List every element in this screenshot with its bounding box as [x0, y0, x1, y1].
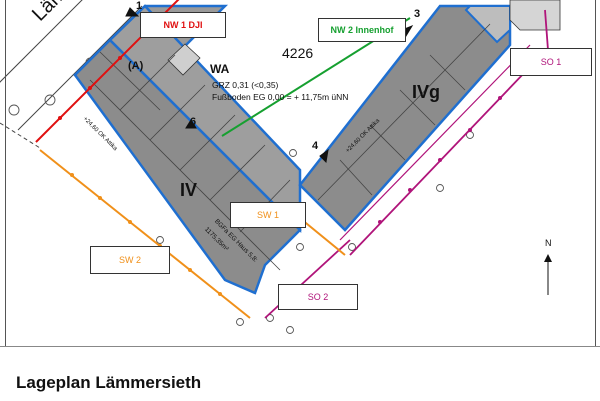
frame-right-border — [595, 0, 596, 346]
zoning-grz: GRZ 0,31 (<0,35) — [212, 80, 279, 90]
building-left-annex — [167, 43, 201, 76]
label-nw2: NW 2 Innenhof — [318, 18, 406, 42]
building-right-grid — [317, 23, 491, 201]
label-so1: SO 1 — [510, 48, 592, 76]
north-arrow — [544, 254, 552, 295]
page-title: Lageplan Lämmersieth — [16, 373, 202, 392]
marker-3: 3 — [414, 8, 421, 20]
arrow-1 — [125, 7, 140, 17]
building-right — [298, 0, 561, 232]
building-left — [73, 4, 302, 295]
label-sw1: SW 1 — [230, 202, 306, 228]
arrow-6 — [185, 119, 197, 129]
arrow-4 — [319, 148, 329, 164]
section-arrows — [125, 7, 414, 164]
zoning-floor-level: Fußboden EG 0,00 = + 11,75m üNN — [212, 92, 349, 102]
zoning-type: WA — [210, 62, 230, 76]
so1-line-a — [349, 47, 549, 256]
building-right-annex — [509, 0, 561, 31]
frame-left-border — [5, 0, 6, 346]
label-nw1: NW 1 DJI — [140, 12, 226, 38]
parcel-number: 4226 — [282, 45, 314, 61]
marker-1: 1 — [136, 0, 143, 12]
building-left-label-a: (A) — [128, 60, 144, 72]
building-right-stories: IVg — [412, 82, 441, 102]
marker-6: 6 — [190, 116, 197, 128]
building-right-top — [464, 5, 511, 44]
building-left-lower — [108, 4, 302, 234]
label-so2: SO 2 — [278, 284, 358, 310]
building-left-stories: IV — [180, 180, 198, 200]
title-bar: Lageplan Lämmersieth — [0, 346, 600, 401]
north-arrow-label: N — [545, 238, 552, 248]
marker-4: 4 — [312, 140, 319, 152]
so1-line-b — [339, 44, 531, 241]
label-sw2: SW 2 — [90, 246, 170, 274]
sw2-line — [39, 149, 251, 319]
